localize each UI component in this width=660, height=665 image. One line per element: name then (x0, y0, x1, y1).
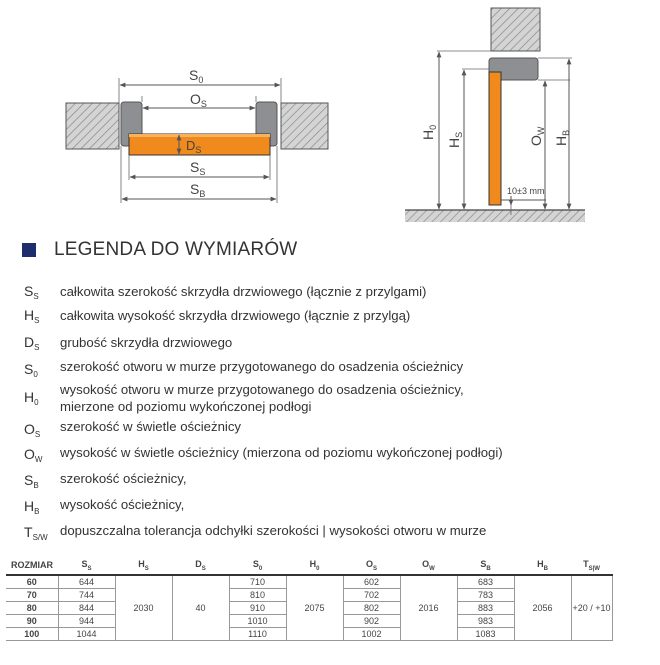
table-row: 90 944 1010 902 983 (6, 614, 612, 628)
table-row: 60 644 2030 40 710 2075 602 2016 683 205… (6, 574, 613, 641)
cell-t: +20 / +10 (570, 574, 613, 641)
cell-os: 902 (342, 614, 401, 628)
legend-title-text: LEGENDA DO WYMIARÓW (54, 239, 298, 260)
legend-desc: całkowita wysokość skrzydła drzwiowego (… (60, 308, 411, 323)
table-row: 70 744 810 702 783 (6, 588, 612, 602)
floor (405, 210, 585, 222)
cell-ss: 644 (57, 574, 116, 589)
legend-title: LEGENDA DO WYMIARÓW (22, 238, 297, 262)
cell-ss: 944 (57, 614, 116, 628)
cell-ow: 2016 (399, 574, 458, 641)
cell-rozmiar: 80 (6, 601, 59, 615)
header-rozmiar: ROZMIAR (11, 560, 53, 570)
legend-symbol: SB (24, 472, 39, 490)
label-ow: OW (528, 126, 546, 146)
legend-desc: szerokość otworu w murze przygotowanego … (60, 359, 464, 374)
header-ow: OW (422, 558, 435, 572)
label-hs: HS (446, 132, 464, 148)
label-ss: SS (190, 159, 205, 177)
cell-rozmiar: 60 (6, 574, 59, 589)
cell-sb: 883 (456, 601, 515, 615)
legend-symbol: OS (24, 421, 41, 439)
header-hb: HB (537, 558, 548, 572)
header-s0: S0 (252, 558, 263, 572)
legend-desc: grubość skrzydła drzwiowego (60, 335, 233, 350)
label-sb: SB (190, 181, 205, 199)
legend-symbol: DS (24, 334, 40, 352)
cell-h0: 2075 (285, 574, 344, 641)
header-hs: HS (138, 558, 149, 572)
cell-sb: 783 (456, 588, 515, 602)
door-leaf-section (488, 71, 502, 206)
dimensions-table: ROZMIAR SS HS DS S0 H0 OS OW SB HB TS|W … (6, 556, 613, 641)
legend-square-icon (22, 243, 36, 257)
header-os: OS (365, 558, 378, 572)
cell-rozmiar: 100 (6, 627, 59, 641)
label-h0: H0 (420, 125, 438, 140)
legend-symbol: TS/W (24, 524, 48, 542)
header-sb: SB (480, 558, 491, 572)
legend-desc: mierzone od poziomu wykończonej podłogi (60, 399, 312, 414)
cell-s0: 810 (228, 588, 287, 602)
cell-ss: 844 (57, 601, 116, 615)
cell-os: 702 (342, 588, 401, 602)
legend-symbol: S0 (24, 361, 38, 379)
door-dimension-diagram: S0 OS DS SS SB H0 HS OW HB (65, 7, 585, 222)
cell-sb: 983 (456, 614, 515, 628)
label-ds: DS (186, 138, 201, 155)
cell-os: 1002 (342, 627, 401, 641)
section-view: H0 HS OW HB 10±3 mm (405, 7, 585, 222)
cell-s0: 1110 (228, 627, 287, 641)
header-ds: DS (195, 558, 206, 572)
cell-s0: 910 (228, 601, 287, 615)
label-os: OS (190, 91, 207, 109)
cell-hb: 2056 (513, 574, 572, 641)
wall-top (490, 7, 541, 52)
legend-symbol: SS (24, 283, 39, 301)
legend-symbol: H0 (24, 389, 39, 407)
table-row: 100 1044 1110 1002 1083 (6, 627, 612, 641)
wall-left (65, 102, 120, 150)
table-header-row: ROZMIAR SS HS DS S0 H0 OS OW SB HB TS|W (6, 556, 612, 575)
cell-ss: 744 (57, 588, 116, 602)
cell-s0: 1010 (228, 614, 287, 628)
legend-desc: wysokość ościeżnicy, (60, 497, 185, 512)
label-s0: S0 (189, 67, 203, 85)
header-ss: SS (81, 558, 92, 572)
label-hb: HB (553, 130, 571, 146)
cell-sb: 1083 (456, 627, 515, 641)
cell-rozmiar: 90 (6, 614, 59, 628)
cell-os: 802 (342, 601, 401, 615)
legend-symbol: OW (24, 446, 43, 464)
cell-hs: 2030 (114, 574, 173, 641)
legend-desc: szerokość w świetle ościeżnicy (60, 419, 242, 434)
wall-right (280, 102, 329, 150)
table-row: 80 844 910 802 883 (6, 601, 612, 615)
legend-desc: całkowita szerokość skrzydła drzwiowego … (60, 284, 427, 299)
legend-desc: wysokość otworu w murze przygotowanego d… (60, 382, 464, 397)
cell-os: 602 (342, 574, 401, 589)
cell-s0: 710 (228, 574, 287, 589)
legend-desc: dopuszczalna tolerancja odchyłki szeroko… (60, 523, 487, 538)
cell-rozmiar: 70 (6, 588, 59, 602)
header-t: TS|W (583, 558, 600, 572)
label-gap: 10±3 mm (507, 186, 544, 196)
cell-ss: 1044 (57, 627, 116, 641)
cell-ds: 40 (171, 574, 230, 641)
plan-view: S0 OS DS SS SB (65, 67, 329, 203)
header-h0: H0 (309, 558, 320, 572)
legend-desc: wysokość w świetle ościeżnicy (mierzona … (60, 445, 503, 460)
cell-sb: 683 (456, 574, 515, 589)
legend-desc: szerokość ościeżnicy, (60, 471, 187, 486)
legend-symbol: HB (24, 498, 40, 516)
legend-symbol: HS (24, 307, 40, 325)
